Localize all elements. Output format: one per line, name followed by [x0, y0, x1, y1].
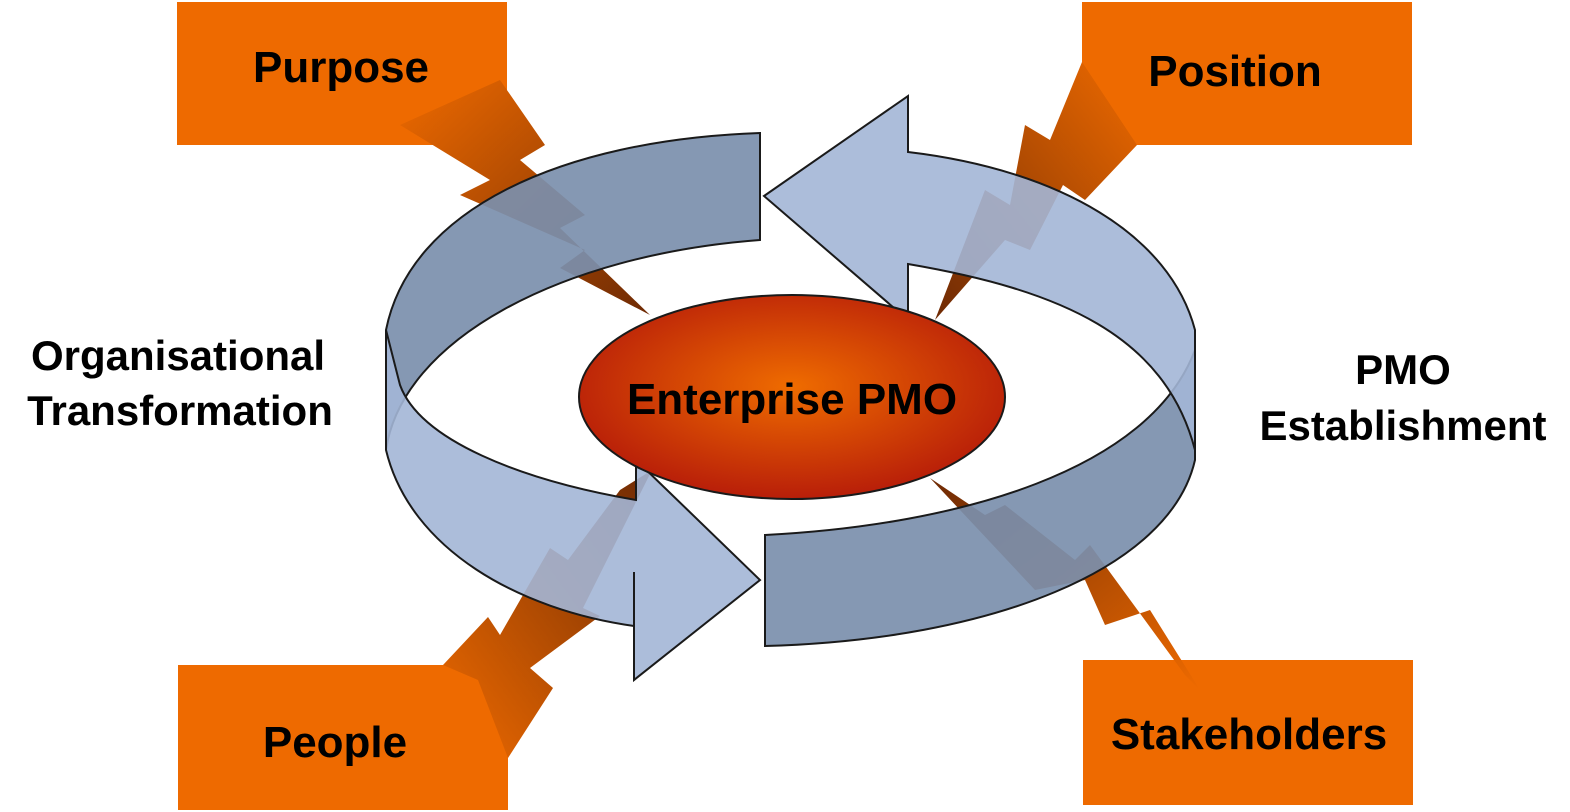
position-box	[1082, 2, 1412, 145]
pmo-establishment-line1: PMO	[1355, 346, 1451, 393]
people-label: People	[263, 718, 407, 767]
stakeholders-box	[1083, 660, 1413, 805]
cycle-arrow-right	[762, 94, 1196, 451]
stakeholders-label: Stakeholders	[1111, 710, 1387, 759]
purpose-label: Purpose	[253, 43, 429, 92]
organisational-transformation-line2: Transformation	[27, 387, 333, 434]
organisational-transformation-line1: Organisational	[31, 332, 325, 379]
pmo-establishment-line2: Establishment	[1259, 402, 1546, 449]
position-label: Position	[1148, 47, 1322, 96]
cycle-arrow-left	[385, 329, 762, 683]
cycle-arrow-lower-face	[764, 349, 1196, 648]
enterprise-pmo-label: Enterprise PMO	[627, 375, 957, 424]
people-box	[178, 665, 508, 810]
enterprise-pmo-hub	[578, 294, 1006, 500]
